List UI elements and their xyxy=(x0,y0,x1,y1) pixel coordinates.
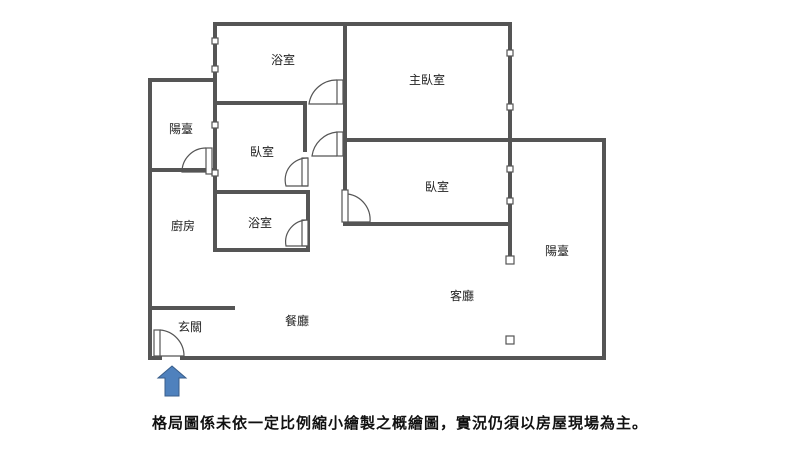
room-label-balcony-left: 陽臺 xyxy=(169,121,193,136)
window-bedroom-right-upper xyxy=(506,165,514,173)
window-master-upper xyxy=(506,49,514,57)
room-label-dining-room: 餐廳 xyxy=(285,313,309,328)
door-entrance xyxy=(153,329,185,357)
door-bath-top xyxy=(308,79,344,105)
window-balcony-left-upper xyxy=(211,121,219,129)
room-label-living-room: 客廳 xyxy=(450,288,474,303)
door-hall-master xyxy=(311,131,344,157)
room-labels: 浴室 主臥室 陽臺 臥室 臥室 廚房 浴室 陽臺 客廳 玄關 餐廳 xyxy=(169,52,569,334)
entry-arrow-icon xyxy=(156,365,188,397)
window-master-lower xyxy=(506,103,514,111)
door-bedroom-right xyxy=(341,189,371,223)
window-bath-top-upper xyxy=(211,37,219,45)
doors xyxy=(153,79,371,357)
column-post-upper xyxy=(505,255,515,265)
disclaimer-caption: 格局圖係未依一定比例縮小繪製之概繪圖，實況仍須以房屋現場為主。 xyxy=(151,416,648,432)
door-balcony-left xyxy=(181,147,213,175)
room-label-entrance: 玄關 xyxy=(178,319,202,334)
windows xyxy=(211,37,515,345)
room-label-balcony-right: 陽臺 xyxy=(545,243,569,258)
window-balcony-left-lower xyxy=(211,169,219,177)
door-bath-small xyxy=(285,219,309,247)
room-label-bath-top: 浴室 xyxy=(271,52,295,67)
room-label-bedroom-right: 臥室 xyxy=(425,179,449,194)
column-post-lower xyxy=(505,335,515,345)
room-label-master-bedroom: 主臥室 xyxy=(409,72,445,87)
room-label-bath-small: 浴室 xyxy=(248,215,272,230)
door-bedroom-small xyxy=(284,157,309,187)
walls xyxy=(148,22,606,360)
window-bath-top-lower xyxy=(211,65,219,73)
window-bedroom-right-lower xyxy=(506,197,514,205)
room-label-bedroom-small: 臥室 xyxy=(250,144,274,159)
room-label-kitchen: 廚房 xyxy=(171,218,195,233)
